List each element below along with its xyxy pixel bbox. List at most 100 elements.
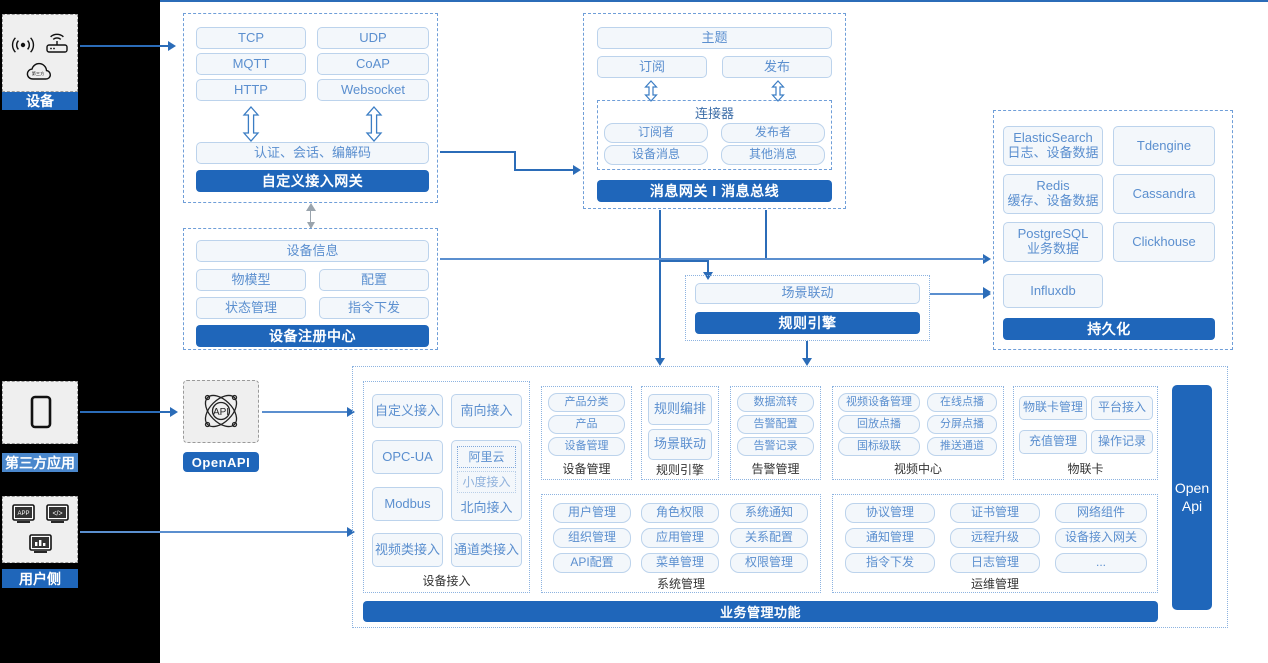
ops-log-manage-label: 日志管理: [970, 555, 1019, 570]
registry-state-manage[interactable]: 状态管理: [196, 297, 306, 319]
registry-config[interactable]: 配置: [319, 269, 429, 291]
protocol-tcp[interactable]: TCP: [196, 27, 306, 49]
arrowhead-registry-up: [306, 203, 316, 211]
video-split-screen[interactable]: 分屏点播: [927, 415, 997, 434]
persist-clickhouse-label: Clickhouse: [1132, 233, 1196, 249]
device-registry-group: [183, 228, 438, 350]
bus-publish[interactable]: 发布: [722, 56, 832, 78]
alarm-config[interactable]: 告警配置: [737, 415, 814, 434]
bus-device-message-label: 设备消息: [631, 147, 680, 162]
ops-cert-manage[interactable]: 证书管理: [950, 503, 1040, 523]
sys-org-manage[interactable]: 组织管理: [553, 528, 631, 548]
iot-operation-log[interactable]: 操作记录: [1091, 430, 1153, 454]
ops-command-dispatch[interactable]: 指令下发: [845, 553, 935, 573]
registry-thing-model[interactable]: 物模型: [196, 269, 306, 291]
device-access-video[interactable]: 视频类接入: [372, 533, 443, 567]
sys-role-permission[interactable]: 角色权限: [641, 503, 719, 523]
rule-scene-linkage[interactable]: 场景联动: [695, 283, 920, 304]
persist-influxdb[interactable]: Influxdb: [1003, 274, 1103, 308]
connector-subgroup: [597, 100, 832, 170]
sys-relation-config[interactable]: 关系配置: [730, 528, 808, 548]
business-title-bar[interactable]: 业务管理功能: [363, 601, 1158, 622]
rail-device-icons: 第三方: [2, 14, 78, 92]
ops-more[interactable]: ...: [1055, 553, 1147, 573]
device-manage-product-category[interactable]: 产品分类: [548, 393, 625, 412]
persist-tdengine[interactable]: Tdengine: [1113, 126, 1215, 166]
registry-info[interactable]: 设备信息: [196, 240, 429, 262]
video-playback[interactable]: 回放点播: [838, 415, 920, 434]
gateway-middle[interactable]: 认证、会话、编解码: [196, 142, 429, 164]
persist-clickhouse[interactable]: Clickhouse: [1113, 222, 1215, 262]
protocol-udp[interactable]: UDP: [317, 27, 429, 49]
rule-engine-title[interactable]: 规则引擎: [695, 312, 920, 334]
persist-cassandra[interactable]: Cassandra: [1113, 174, 1215, 214]
iot-recharge-manage[interactable]: 充值管理: [1019, 430, 1087, 454]
device-registry-title[interactable]: 设备注册中心: [196, 325, 429, 347]
rule-scene-linkage-biz[interactable]: 场景联动: [648, 429, 712, 460]
video-online-play[interactable]: 在线点播: [927, 393, 997, 412]
device-access-northbound[interactable]: 北向接入: [451, 440, 522, 521]
device-access-custom[interactable]: 自定义接入: [372, 394, 443, 428]
persistence-title[interactable]: 持久化: [1003, 318, 1215, 340]
bus-subscriber-label: 订阅者: [637, 125, 674, 140]
openapi-node-label-bar[interactable]: OpenAPI: [183, 452, 259, 472]
sys-user-manage[interactable]: 用户管理: [553, 503, 631, 523]
device-access-opcua[interactable]: OPC-UA: [372, 440, 443, 474]
device-access-channel[interactable]: 通道类接入: [451, 533, 522, 567]
alarm-data-flow[interactable]: 数据流转: [737, 393, 814, 412]
iot-card-manage[interactable]: 物联卡管理: [1019, 396, 1087, 420]
ops-notify-manage[interactable]: 通知管理: [845, 528, 935, 548]
device-access-opcua-label: OPC-UA: [382, 448, 433, 464]
ops-remote-upgrade[interactable]: 远程升级: [950, 528, 1040, 548]
video-split-screen-label: 分屏点播: [940, 418, 984, 431]
sys-menu-manage[interactable]: 菜单管理: [641, 553, 719, 573]
rail-tag-thirdparty-label: 第三方应用: [5, 454, 75, 471]
protocol-coap[interactable]: CoAP: [317, 53, 429, 75]
video-push-channel[interactable]: 推送通道: [927, 437, 997, 456]
openapi-vertical-bar[interactable]: Open Api: [1172, 385, 1212, 610]
sys-api-config-label: API配置: [570, 555, 614, 570]
bus-subscribe[interactable]: 订阅: [597, 56, 707, 78]
sys-app-manage[interactable]: 应用管理: [641, 528, 719, 548]
gateway-title[interactable]: 自定义接入网关: [196, 170, 429, 192]
ops-device-gateway[interactable]: 设备接入网关: [1055, 528, 1147, 548]
bus-device-message[interactable]: 设备消息: [604, 145, 708, 165]
registry-command-dispatch[interactable]: 指令下发: [319, 297, 429, 319]
iot-platform-access[interactable]: 平台接入: [1091, 396, 1153, 420]
device-access-southbound[interactable]: 南向接入: [451, 394, 522, 428]
ops-log-manage[interactable]: 日志管理: [950, 553, 1040, 573]
sys-notification[interactable]: 系统通知: [730, 503, 808, 523]
sys-permission-manage[interactable]: 权限管理: [730, 553, 808, 573]
video-device-manage[interactable]: 视频设备管理: [838, 393, 920, 412]
bus-subscriber[interactable]: 订阅者: [604, 123, 708, 143]
connector-gateway-to-bus-b: [514, 151, 516, 171]
bus-other-message[interactable]: 其他消息: [721, 145, 825, 165]
north-aliyun[interactable]: 阿里云: [457, 446, 516, 468]
rule-orchestration[interactable]: 规则编排: [648, 394, 712, 425]
alarm-record[interactable]: 告警记录: [737, 437, 814, 456]
sys-app-manage-label: 应用管理: [655, 530, 704, 545]
protocol-http[interactable]: HTTP: [196, 79, 306, 101]
device-manage-device[interactable]: 设备管理: [548, 437, 625, 456]
system-manage-group: [541, 494, 821, 593]
device-access-modbus[interactable]: Modbus: [372, 487, 443, 521]
north-xiaodu[interactable]: 小度接入: [457, 471, 516, 493]
bus-publisher[interactable]: 发布者: [721, 123, 825, 143]
message-bus-title[interactable]: 消息网关 l 消息总线: [597, 180, 832, 202]
ops-protocol-manage[interactable]: 协议管理: [845, 503, 935, 523]
bus-topic[interactable]: 主题: [597, 27, 832, 49]
north-aliyun-label: 阿里云: [468, 450, 505, 464]
device-manage-product[interactable]: 产品: [548, 415, 625, 434]
ops-network-component[interactable]: 网络组件: [1055, 503, 1147, 523]
protocol-mqtt[interactable]: MQTT: [196, 53, 306, 75]
bus-other-message-label: 其他消息: [748, 147, 797, 162]
registry-command-dispatch-label: 指令下发: [347, 299, 400, 315]
video-gb-cascade[interactable]: 国标级联: [838, 437, 920, 456]
sys-api-config[interactable]: API配置: [553, 553, 631, 573]
protocol-websocket[interactable]: Websocket: [317, 79, 429, 101]
device-access-video-label: 视频类接入: [374, 541, 440, 557]
